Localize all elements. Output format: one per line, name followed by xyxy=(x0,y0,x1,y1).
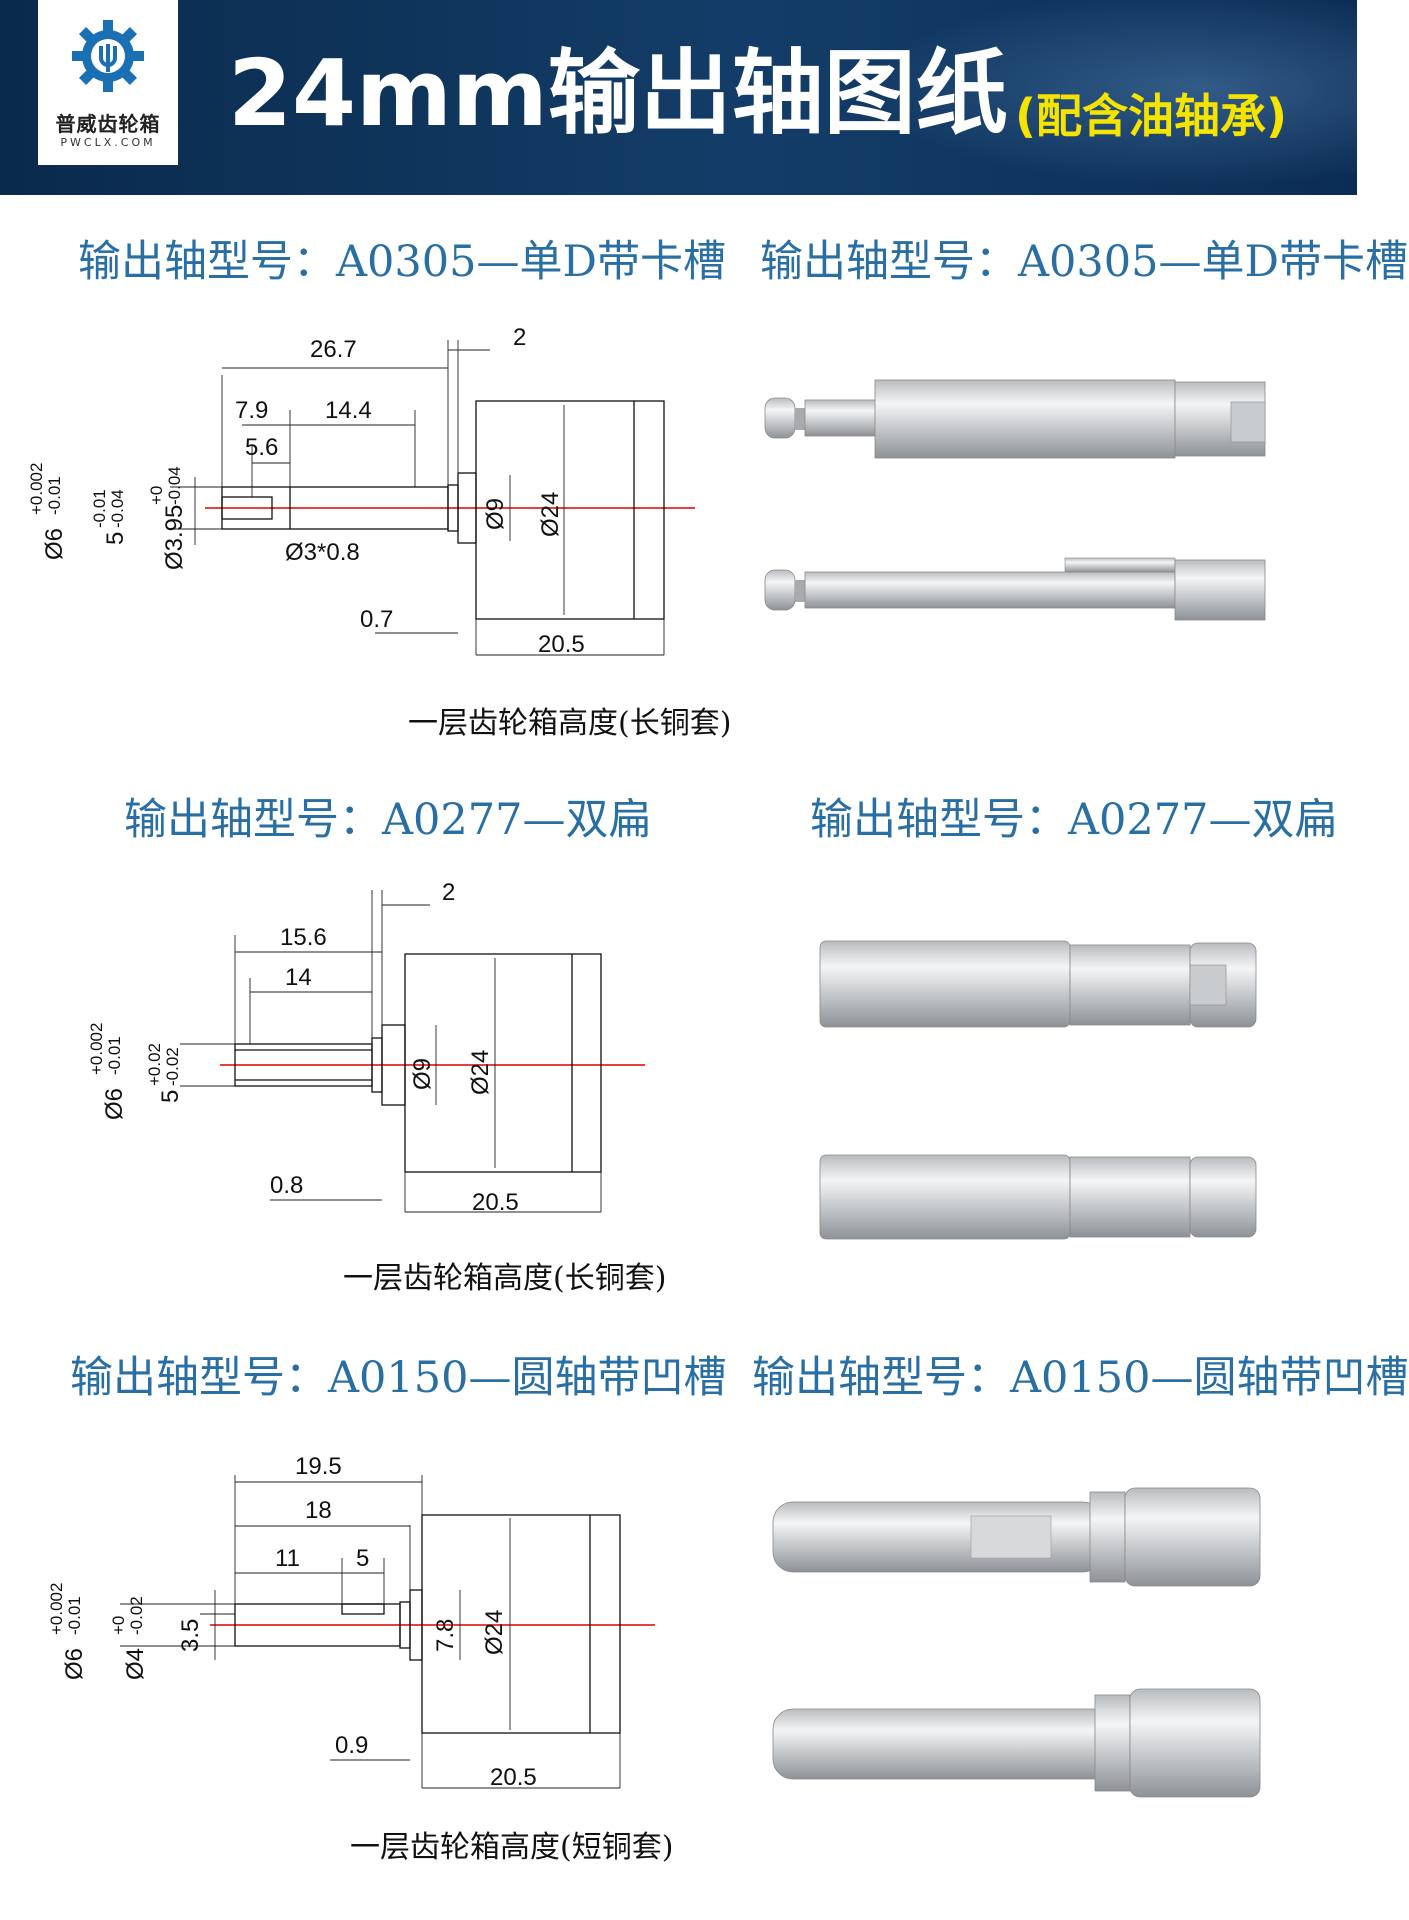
dim-groove: Ø3*0.8 xyxy=(285,539,360,566)
shaft-photo-2 xyxy=(819,1154,1257,1240)
shaft-photo-1 xyxy=(772,1487,1261,1587)
dim-phi24: Ø24 xyxy=(537,492,564,537)
section3-title-right: 输出轴型号：A0150—圆轴带凹槽 xyxy=(752,1353,1409,1403)
section1-photo xyxy=(764,379,1266,621)
shaft xyxy=(234,1603,401,1647)
dim-five-tol-up: -0.01 xyxy=(90,489,109,528)
dim-3-5: 3.5 xyxy=(177,1619,204,1652)
dim-7-8: 7.8 xyxy=(432,1619,459,1652)
shaft xyxy=(234,1043,373,1087)
section1-drawing: 26.7 2 7.9 14.4 5.6 Ø3*0.8 0.7 20.5 Ø9 Ø… xyxy=(27,324,695,658)
shaft-photo-1 xyxy=(764,379,1266,459)
dim-0-8: 0.8 xyxy=(270,1172,303,1199)
dim-five-tol-up: +0.02 xyxy=(145,1043,164,1086)
dim-phi9: Ø9 xyxy=(482,498,509,530)
section1-title-right: 输出轴型号：A0305—单D带卡槽 xyxy=(760,237,1408,287)
dim-phi24: Ø24 xyxy=(481,1610,508,1655)
dim-11: 11 xyxy=(275,1545,300,1572)
dim-phi6: Ø6 xyxy=(41,528,68,560)
shaft-photo-2 xyxy=(772,1688,1261,1798)
dim-phi4: Ø4 xyxy=(122,1648,149,1680)
dim-phi6-tol-lo: -0.01 xyxy=(45,476,64,515)
dim-phi4-tol-lo: -0.02 xyxy=(127,1596,146,1635)
logo: 普威齿轮箱 PWCLX.COM xyxy=(38,0,178,165)
dim-phi6-tol-lo: -0.01 xyxy=(65,1596,84,1635)
dim-14: 14 xyxy=(285,964,312,991)
page-title: 24mm输出轴图纸 xyxy=(228,40,1008,147)
dim-20-5: 20.5 xyxy=(490,1764,537,1791)
dim-phi4-tol-up: +0 xyxy=(109,1616,128,1635)
dim-5: 5 xyxy=(356,1545,369,1572)
page-subtitle: (配含油轴承) xyxy=(1015,89,1288,143)
section3-caption: 一层齿轮箱高度(短铜套) xyxy=(350,1830,674,1865)
gear-logo-icon xyxy=(72,20,144,92)
dim-2: 2 xyxy=(513,324,526,351)
dim-14-4: 14.4 xyxy=(325,397,372,424)
dim-2: 2 xyxy=(442,879,455,906)
section2-drawing: 15.6 2 14 0.8 20.5 Ø9 Ø24 Ø6 +0.002 -0.0… xyxy=(87,879,645,1216)
section2-caption: 一层齿轮箱高度(长铜套) xyxy=(343,1261,667,1296)
dim-phi6-tol-up: +0.002 xyxy=(27,463,46,515)
dim-26-7: 26.7 xyxy=(310,336,357,363)
dim-five: 5 xyxy=(157,1090,184,1103)
dim-20-5: 20.5 xyxy=(472,1189,519,1216)
dim-19-5: 19.5 xyxy=(295,1453,342,1480)
section2-title-left: 输出轴型号：A0277—双扁 xyxy=(124,795,652,845)
dim-0-9: 0.9 xyxy=(335,1732,368,1759)
section3-photo xyxy=(772,1487,1261,1798)
dim-7-9: 7.9 xyxy=(235,397,268,424)
shaft-photo-1 xyxy=(819,940,1257,1028)
section2-photo xyxy=(819,940,1257,1240)
section2-title-right: 输出轴型号：A0277—双扁 xyxy=(810,795,1338,845)
logo-url: PWCLX.COM xyxy=(60,136,156,149)
dim-phi3-95: Ø3.95 xyxy=(161,505,188,570)
dim-five-tol-lo: -0.02 xyxy=(163,1047,182,1086)
dim-0-7: 0.7 xyxy=(360,606,393,633)
dim-phi24: Ø24 xyxy=(467,1050,494,1095)
section1-title-left: 输出轴型号：A0305—单D带卡槽 xyxy=(78,237,726,287)
logo-name: 普威齿轮箱 xyxy=(55,112,161,136)
dim-phi6-tol-up: +0.002 xyxy=(47,1583,66,1635)
dim-phi6-tol-lo: -0.01 xyxy=(105,1036,124,1075)
dim-phi6-tol-up: +0.002 xyxy=(87,1023,106,1075)
dim-18: 18 xyxy=(305,1497,332,1524)
dim-phi3-95-tol-up: +0 xyxy=(147,486,166,505)
section1-caption: 一层齿轮箱高度(长铜套) xyxy=(408,706,732,741)
dim-phi9: Ø9 xyxy=(409,1058,436,1090)
dim-five: 5 xyxy=(102,532,129,545)
header-shine xyxy=(837,0,1357,195)
dim-five-tol-lo: -0.04 xyxy=(108,489,127,528)
dim-phi3-95-tol-lo: -0.04 xyxy=(165,466,184,505)
dim-5-6: 5.6 xyxy=(245,434,278,461)
section3-drawing: 19.5 18 11 5 0.9 20.5 7.8 Ø24 3.5 Ø6 +0.… xyxy=(47,1453,655,1791)
shaft-photo-2 xyxy=(764,557,1266,621)
dim-phi6: Ø6 xyxy=(61,1648,88,1680)
dim-phi6: Ø6 xyxy=(101,1088,128,1120)
dim-15-6: 15.6 xyxy=(280,924,327,951)
section3-title-left: 输出轴型号：A0150—圆轴带凹槽 xyxy=(70,1353,727,1403)
dim-20-5: 20.5 xyxy=(538,631,585,658)
header-banner: 普威齿轮箱 PWCLX.COM 24mm输出轴图纸 (配含油轴承) xyxy=(0,0,1357,195)
